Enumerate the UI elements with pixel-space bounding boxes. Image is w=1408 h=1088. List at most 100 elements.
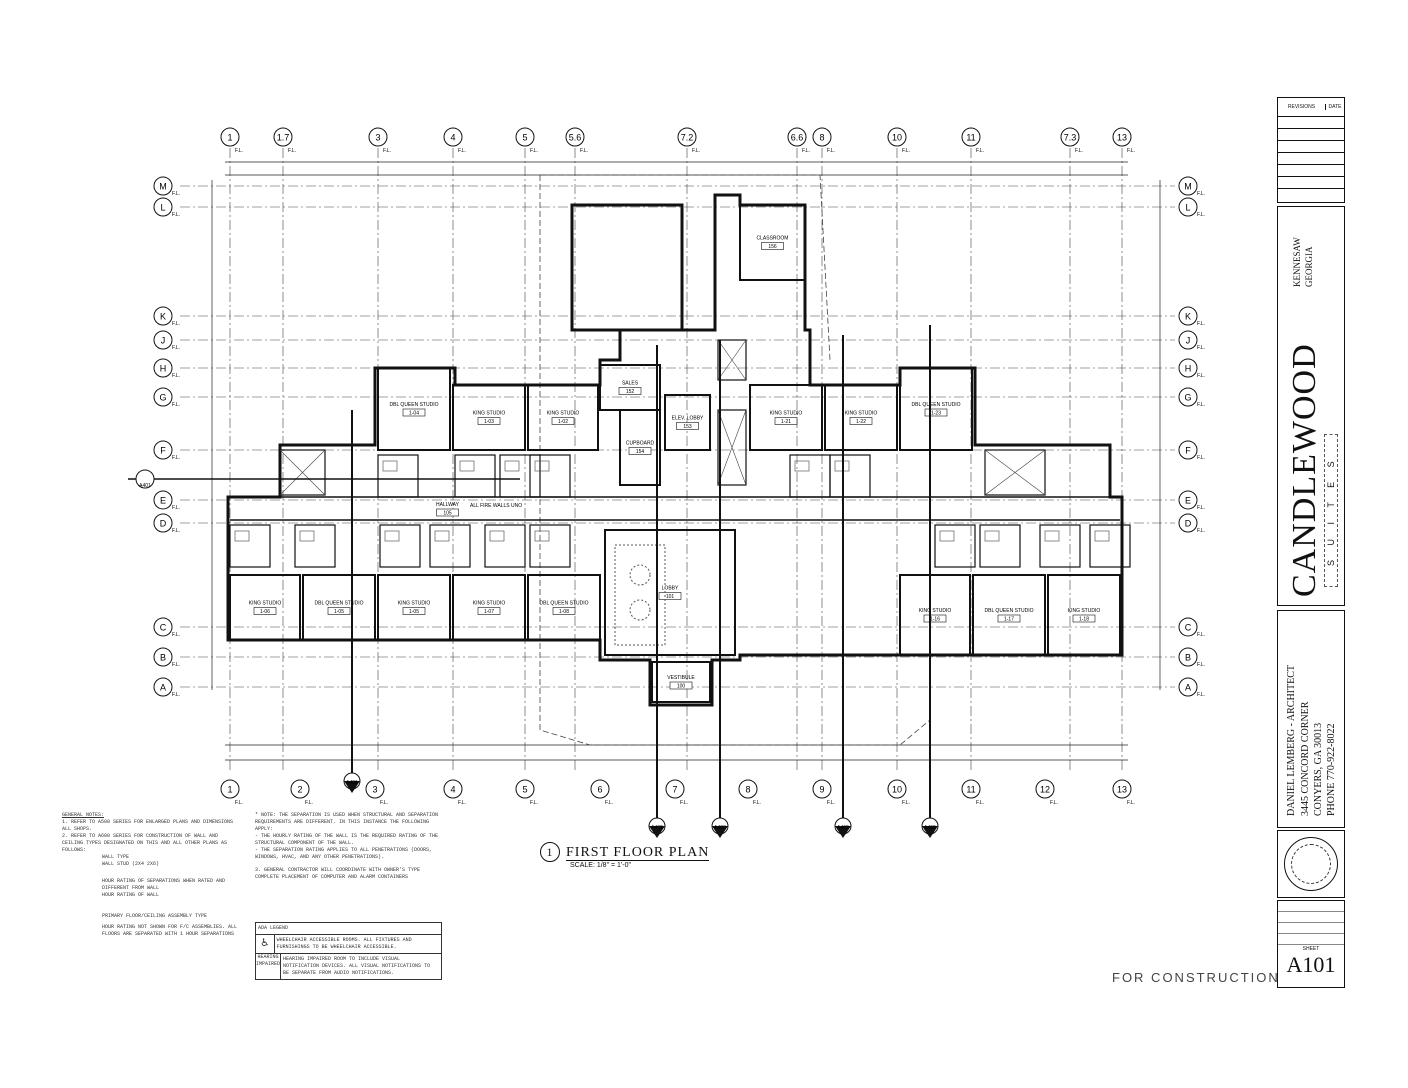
room-number: 101 xyxy=(666,594,675,600)
room-number: 153 xyxy=(683,424,692,430)
grid-row-bubble xyxy=(153,197,173,217)
grid-column-bubble xyxy=(220,127,240,147)
bathtub xyxy=(434,530,450,542)
bathtub xyxy=(384,530,400,542)
grid-column-label: 7.3 xyxy=(1064,133,1077,143)
room-number-box xyxy=(327,607,351,615)
room-number-box xyxy=(436,508,459,517)
room-outline xyxy=(899,367,973,451)
room-outline xyxy=(452,574,526,641)
floor-line-label: F.L. xyxy=(172,321,180,327)
floor-line-label: F.L. xyxy=(172,212,180,218)
grid-column-bubble xyxy=(738,779,758,799)
room-number: 1-05 xyxy=(409,609,419,615)
floor-line-label: F.L. xyxy=(458,148,466,154)
room-number: 154 xyxy=(636,449,645,455)
floor-line-label: F.L. xyxy=(692,148,700,154)
grid-row-bubble xyxy=(1178,647,1198,667)
separation-notes: * NOTE: THE SEPARATION IS USED WHEN STRU… xyxy=(255,812,440,881)
grid-column-label: 11 xyxy=(966,133,975,143)
architect-address: 3445 CONCORD CORNER xyxy=(1300,701,1311,816)
grid-row-bubble xyxy=(1178,617,1198,637)
grid-row-label: E xyxy=(1185,496,1191,506)
construction-stamp: FOR CONSTRUCTION xyxy=(1112,970,1280,985)
grid-column-bubble xyxy=(812,779,832,799)
bathroom xyxy=(1039,524,1081,568)
room-name: KING STUDIO xyxy=(845,411,878,417)
grid-row-label: A xyxy=(1185,683,1191,693)
section-arrow-icon xyxy=(922,826,938,838)
bathtub xyxy=(459,460,475,472)
room-name: SALES xyxy=(622,381,639,387)
room-number: 1-05 xyxy=(334,609,344,615)
grid-row-label: B xyxy=(160,653,166,663)
grid-column-bubble xyxy=(368,127,388,147)
note-item: WALL TYPE xyxy=(102,854,130,860)
room-number: 105 xyxy=(443,511,452,517)
architect-block: DANIEL LEMBERG - ARCHITECT 3445 CONCORD … xyxy=(1277,610,1345,828)
floor-line-label: F.L. xyxy=(1197,373,1205,379)
grid-row-bubble xyxy=(153,647,173,667)
room-number-box xyxy=(676,422,699,430)
floor-line-label: F.L. xyxy=(580,148,588,154)
floor-line-label: F.L. xyxy=(605,800,613,806)
grid-column-bubble xyxy=(887,779,907,799)
grid-column-bubble xyxy=(273,127,293,147)
section-tag: A403 xyxy=(714,825,726,831)
room-name: DBL QUEEN STUDIO xyxy=(315,601,364,607)
floor-line-label: F.L. xyxy=(1050,800,1058,806)
floor-line-label: F.L. xyxy=(902,800,910,806)
wheelchair-icon: ♿ xyxy=(256,935,275,953)
grid-column-bubble xyxy=(565,127,585,147)
grid-column-label: 5.6 xyxy=(569,133,582,143)
grid-column-label: 10 xyxy=(892,785,902,795)
room-name: KING STUDIO xyxy=(249,601,282,607)
floor-line-label: F.L. xyxy=(1075,148,1083,154)
grid-column-label: 2 xyxy=(297,785,302,795)
grid-row-bubble xyxy=(1178,197,1198,217)
grid-row-label: H xyxy=(1185,364,1192,374)
floor-line-label: F.L. xyxy=(1127,800,1135,806)
grid-row-bubble xyxy=(1178,677,1198,697)
drawing-number: 1 xyxy=(540,842,560,862)
grid-column-bubble xyxy=(443,127,463,147)
floor-line-label: F.L. xyxy=(235,148,243,154)
floor-line-label: F.L. xyxy=(976,800,984,806)
note-item: - THE HOURLY RATING OF THE WALL IS THE R… xyxy=(255,833,439,846)
floor-line-label: F.L. xyxy=(305,800,313,806)
note-item: - THE SEPARATION RATING APPLIES TO ALL P… xyxy=(255,847,433,860)
room-name: KING STUDIO xyxy=(473,601,506,607)
room-outline xyxy=(377,574,451,641)
room-name: CLASSROOM xyxy=(757,236,789,242)
floor-line-label: F.L. xyxy=(1197,528,1205,534)
stair-elevator-cross xyxy=(279,449,326,496)
bathtub xyxy=(534,530,550,542)
grid-row-bubble xyxy=(1178,176,1198,196)
room-number: 100 xyxy=(677,684,686,690)
note-item: PRIMARY FLOOR/CEILING ASSEMBLY TYPE xyxy=(102,913,208,919)
stair-elevator xyxy=(717,339,747,381)
grid-column-bubble xyxy=(961,127,981,147)
sheet-block: SHEET A101 xyxy=(1277,900,1345,988)
section-tag: A402 xyxy=(837,825,849,831)
room-name: DBL QUEEN STUDIO xyxy=(985,608,1034,614)
grid-column-label: 5 xyxy=(522,785,527,795)
room-outline xyxy=(229,574,301,641)
grid-row-bubble xyxy=(1178,513,1198,533)
bathroom xyxy=(529,454,571,498)
pool-equipment-wall xyxy=(570,203,684,332)
floor-line-label: F.L. xyxy=(802,148,810,154)
stair-elevator xyxy=(717,409,747,486)
floor-line-label: F.L. xyxy=(976,148,984,154)
room-number-box xyxy=(774,417,798,425)
room-number: 1-03 xyxy=(484,419,494,425)
grid-column-bubble xyxy=(515,779,535,799)
room-outline xyxy=(377,367,451,451)
room-outline xyxy=(619,409,661,486)
room-number: 1-16 xyxy=(930,617,940,623)
grid-column-label: 1.7 xyxy=(277,133,290,143)
grid-column-label: 4 xyxy=(450,133,455,143)
grid-row-label: F xyxy=(1185,446,1191,456)
project-logo: CANDLEWOOD xyxy=(1286,343,1323,597)
